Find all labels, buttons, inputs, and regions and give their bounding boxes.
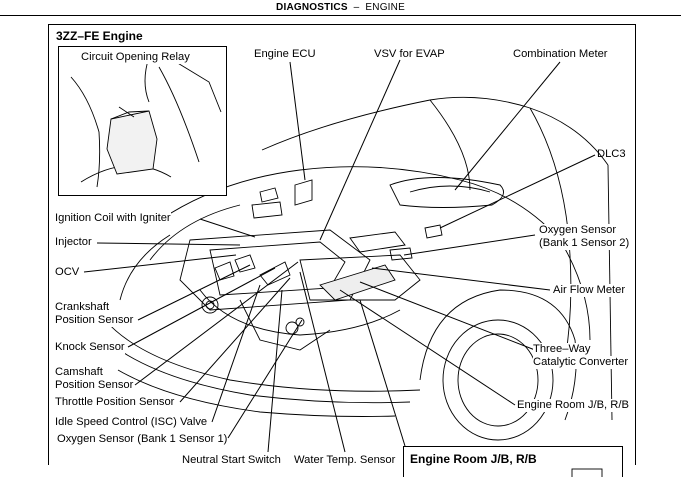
label-knock-sensor: Knock Sensor — [55, 341, 125, 354]
label-crankshaft-line1: Crankshaft — [55, 301, 110, 314]
label-crankshaft-line2: Position Sensor — [55, 314, 134, 327]
label-isc-valve: Idle Speed Control (ISC) Valve — [55, 416, 208, 429]
header-separator: – — [353, 2, 360, 13]
windshield-outline — [261, 96, 609, 166]
label-oxygen-sensor-b1s1: Oxygen Sensor (Bank 1 Sensor 1) — [57, 433, 228, 446]
label-catalytic-line2: Catalytic Converter — [533, 356, 629, 369]
header-rule — [0, 15, 681, 16]
label-vsv-evap: VSV for EVAP — [374, 48, 445, 60]
label-dlc3: DLC3 — [597, 148, 626, 160]
label-engine-ecu: Engine ECU — [254, 48, 316, 60]
label-injector: Injector — [55, 236, 92, 249]
relay-inset-drawing — [70, 56, 222, 188]
jb-box-title: Engine Room J/B, R/B — [410, 452, 537, 466]
header-section: DIAGNOSTICS — [276, 2, 348, 13]
page-header: DIAGNOSTICS – ENGINE — [0, 2, 681, 13]
label-engine-room-jb: Engine Room J/B, R/B — [517, 399, 629, 412]
label-camshaft-line2: Position Sensor — [55, 379, 134, 392]
diagram-frame — [48, 24, 636, 465]
label-oxygen-sensor-b1s2-line1: Oxygen Sensor — [539, 224, 617, 237]
label-air-flow-meter: Air Flow Meter — [553, 284, 626, 297]
label-catalytic-line1: Three–Way — [533, 343, 591, 356]
relay-inset: Circuit Opening Relay — [58, 46, 227, 196]
header-subsection: ENGINE — [365, 2, 405, 13]
label-oxygen-sensor-b1s2-line2: (Bank 1 Sensor 2) — [539, 237, 630, 250]
label-neutral-start-switch: Neutral Start Switch — [182, 454, 281, 467]
relay-inset-label: Circuit Opening Relay — [81, 51, 190, 64]
diagram-title: 3ZZ–FE Engine — [56, 29, 143, 43]
label-ocv: OCV — [55, 266, 80, 279]
label-ignition-coil: Ignition Coil with Igniter — [55, 212, 171, 225]
label-camshaft-line1: Camshaft — [55, 366, 103, 379]
label-combination-meter: Combination Meter — [513, 48, 608, 60]
label-water-temp-sensor: Water Temp. Sensor — [294, 454, 396, 467]
label-throttle-position: Throttle Position Sensor — [55, 396, 175, 409]
engine-room-jb-detail-box: Engine Room J/B, R/B — [403, 446, 623, 477]
